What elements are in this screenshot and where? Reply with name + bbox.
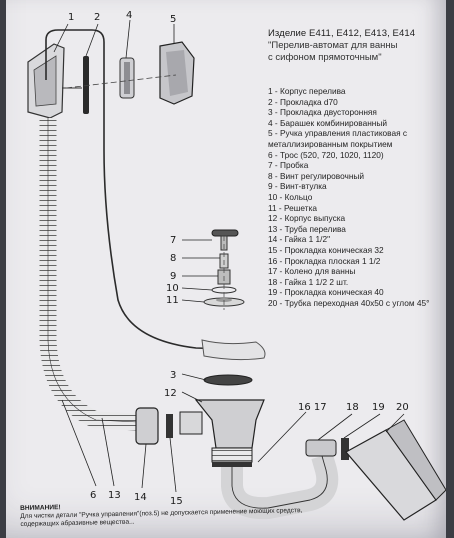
instruction-sheet: 1 2 4 5 7 8 9 10 11 3 12 16 17 18 19 20 …	[6, 0, 446, 538]
wing-nut-part	[119, 57, 135, 99]
legend-item: 5 - Ручка управления пластиковая с метал…	[268, 128, 408, 149]
callout-19: 19	[372, 402, 385, 413]
overflow-pipe-part	[39, 118, 139, 431]
parts-legend: 1 - Корпус перелива 2 - Прокладка d70 3 …	[268, 86, 446, 308]
legend-item: 9 - Винт-втулка	[268, 181, 327, 192]
overflow-body-part	[27, 43, 82, 119]
product-title-line3: с сифоном прямоточным"	[268, 52, 382, 63]
exploded-assembly-drawing: 1 2 4 5 7 8 9 10 11 3 12 16 17 18 19 20 …	[27, 10, 446, 521]
callout-3: 3	[170, 370, 176, 381]
legend-item: 15 - Прокладка коническая 32	[268, 244, 384, 255]
legend-item: 8 - Винт регулировочный	[268, 170, 365, 181]
legend-item: 19 - Прокладка коническая 40	[268, 287, 384, 298]
callout-6: 6	[90, 490, 96, 501]
legend-item: 4 - Барашек комбинированный	[268, 117, 387, 128]
callout-8: 8	[170, 253, 176, 264]
legend-item: 14 - Гайка 1 1/2"	[268, 234, 331, 245]
callout-7: 7	[170, 235, 176, 246]
legend-item: 7 - Пробка	[268, 160, 309, 171]
legend-item: 16 - Прокладка плоская 1 1/2	[268, 255, 381, 266]
adapter-pipe-part	[345, 419, 446, 521]
callout-12: 12	[164, 388, 177, 399]
product-title: Изделие E411, E412, E413, E414 "Перелив-…	[268, 28, 446, 64]
legend-item: 18 - Гайка 1 1/2 2 шт.	[268, 276, 349, 287]
legend-item: 2 - Прокладка d70	[268, 96, 338, 107]
callout-15: 15	[170, 496, 183, 507]
callout-16-17: 16 17	[298, 402, 327, 413]
plug-part	[211, 229, 239, 251]
callout-2: 2	[94, 12, 100, 23]
callout-4: 4	[126, 10, 132, 21]
legend-item: 10 - Кольцо	[268, 191, 313, 202]
double-gasket-part	[203, 374, 253, 386]
legend-item: 17 - Колено для ванны	[268, 266, 356, 277]
callout-5: 5	[170, 14, 176, 25]
callout-20: 20	[396, 402, 409, 413]
product-title-line1: Изделие E411, E412, E413, E414	[268, 28, 416, 39]
callout-18: 18	[346, 402, 359, 413]
callout-14: 14	[134, 492, 147, 503]
legend-item: 20 - Трубка переходная 40х50 с углом 45°	[268, 297, 430, 308]
product-title-line2: "Перелив-автомат для ванны	[268, 40, 398, 51]
nut-pair-part	[305, 439, 337, 457]
legend-item: 12 - Корпус выпуска	[268, 213, 346, 224]
callout-9: 9	[170, 271, 176, 282]
legend-item: 6 - Трос (520, 720, 1020, 1120)	[268, 149, 384, 160]
legend-item: 1 - Корпус перелива	[268, 86, 346, 96]
legend-item: 13 - Труба перелива	[268, 223, 346, 234]
control-handle-part	[159, 41, 195, 105]
control-cable-part	[45, 29, 262, 351]
flat-gasket-part	[212, 462, 252, 467]
legend-item: 3 - Прокладка двусторонняя	[268, 107, 377, 118]
nut-part	[135, 407, 159, 445]
callout-10: 10	[166, 283, 179, 294]
conical-gasket-40-part	[341, 438, 349, 460]
callout-11: 11	[166, 295, 179, 306]
conical-gasket-part	[166, 414, 173, 438]
callout-13: 13	[108, 490, 121, 501]
gasket-d70-part	[83, 56, 89, 114]
callout-1: 1	[68, 12, 74, 23]
legend-item: 11 - Решетка	[268, 202, 317, 213]
outlet-body-part	[179, 399, 265, 463]
